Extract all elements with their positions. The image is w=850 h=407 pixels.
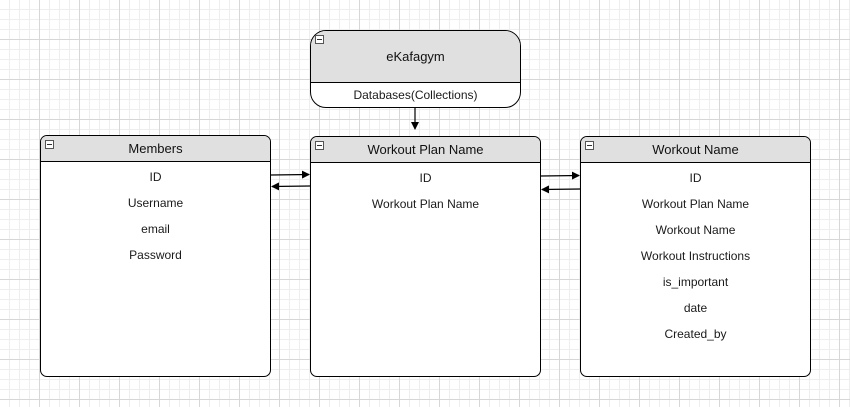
root-node-header[interactable]: eKafagym bbox=[311, 31, 520, 83]
table-field[interactable]: email bbox=[141, 222, 170, 236]
table-field[interactable]: Username bbox=[127, 196, 184, 210]
table-workout-plan-name[interactable]: Workout Plan Name ID Workout Plan Name bbox=[310, 136, 541, 377]
table-field[interactable]: date bbox=[683, 301, 708, 315]
table-field[interactable]: Workout Name bbox=[655, 223, 736, 237]
table-workout-name-fields: ID Workout Plan Name Workout Name Workou… bbox=[581, 163, 810, 347]
table-field[interactable]: ID bbox=[689, 171, 702, 185]
table-members-title: Members bbox=[128, 141, 183, 156]
table-workout-plan-name-header[interactable]: Workout Plan Name bbox=[311, 137, 540, 163]
collapse-minus-icon[interactable] bbox=[315, 35, 324, 44]
table-field[interactable]: Workout Plan Name bbox=[371, 197, 480, 211]
table-field[interactable]: Workout Instructions bbox=[640, 249, 751, 263]
plans-to-members-arrow[interactable] bbox=[271, 182, 311, 191]
table-workout-name-header[interactable]: Workout Name bbox=[581, 137, 810, 163]
plans-to-workouts-arrow[interactable] bbox=[540, 171, 580, 180]
table-field[interactable]: Password bbox=[129, 248, 182, 262]
table-members-header[interactable]: Members bbox=[41, 136, 270, 162]
workouts-to-plans-arrow[interactable] bbox=[541, 185, 581, 194]
table-field[interactable]: is_important bbox=[662, 275, 729, 289]
table-field[interactable]: Workout Plan Name bbox=[641, 197, 750, 211]
table-members[interactable]: Members ID Username email Password bbox=[40, 135, 271, 377]
table-workout-plan-name-title: Workout Plan Name bbox=[367, 142, 484, 157]
table-members-fields: ID Username email Password bbox=[41, 162, 270, 268]
members-to-plans-arrow[interactable] bbox=[270, 170, 310, 179]
root-node-subtitle: Databases(Collections) bbox=[353, 88, 478, 102]
table-field[interactable]: ID bbox=[419, 171, 432, 185]
root-node-ekafagym[interactable]: eKafagym Databases(Collections) bbox=[310, 30, 521, 108]
table-workout-name-title: Workout Name bbox=[652, 142, 739, 157]
collapse-minus-icon[interactable] bbox=[45, 140, 54, 149]
table-field[interactable]: Created_by bbox=[664, 327, 727, 341]
table-workout-plan-name-fields: ID Workout Plan Name bbox=[311, 163, 540, 217]
table-workout-name[interactable]: Workout Name ID Workout Plan Name Workou… bbox=[580, 136, 811, 377]
collapse-minus-icon[interactable] bbox=[585, 141, 594, 150]
root-node-title: eKafagym bbox=[386, 49, 445, 64]
table-field[interactable]: ID bbox=[149, 170, 162, 184]
collapse-minus-icon[interactable] bbox=[315, 141, 324, 150]
